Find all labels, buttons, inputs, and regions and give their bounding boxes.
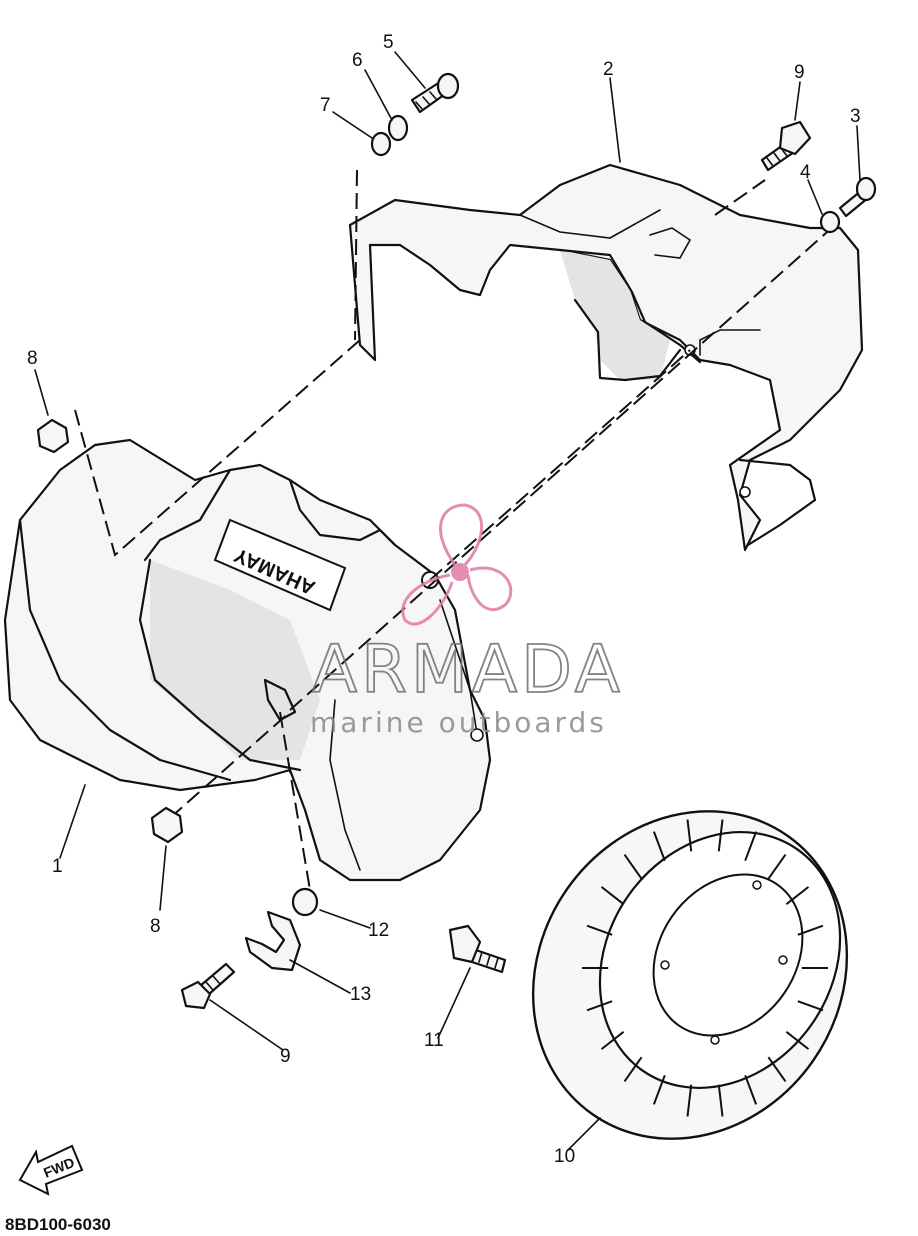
- screw-part-3: [838, 176, 877, 218]
- flywheel-fin: [785, 886, 810, 905]
- nut-part-8-upper: [36, 418, 70, 454]
- washer-part-7: [370, 131, 392, 157]
- flywheel-fin: [652, 831, 666, 862]
- watermark-subtitle: marine outboards: [310, 706, 607, 739]
- callout-8-upper: 8: [27, 348, 38, 369]
- drawing-code: 8BD100-6030: [5, 1215, 111, 1234]
- callout-leader-lines: [34, 51, 861, 1151]
- callout-8-lower: 8: [150, 916, 161, 937]
- flywheel-fin: [797, 924, 824, 936]
- flywheel-fin: [600, 1031, 625, 1050]
- flywheel-fin: [600, 886, 625, 905]
- flywheel-fin: [586, 924, 613, 936]
- flywheel-fin: [744, 1074, 758, 1105]
- flywheel-fin: [744, 831, 758, 862]
- callout-6: 6: [352, 50, 363, 71]
- flywheel-fin: [623, 1056, 643, 1082]
- callout-7: 7: [320, 95, 331, 116]
- flywheel-fin: [717, 819, 724, 852]
- flywheel-fan-part: [531, 810, 849, 1140]
- forward-direction-arrow: FWD: [18, 1144, 84, 1196]
- flywheel-fin: [717, 1084, 724, 1117]
- flywheel-fin: [767, 1056, 787, 1082]
- washer-part-4: [819, 210, 841, 234]
- callout-10: 10: [554, 1146, 575, 1167]
- flywheel-fin: [797, 1000, 824, 1012]
- grommet-part-12: [291, 887, 319, 917]
- flywheel-fin: [623, 854, 643, 880]
- callout-11: 11: [424, 1030, 444, 1051]
- callout-9-upper: 9: [794, 62, 805, 83]
- callout-1: 1: [52, 856, 63, 877]
- callout-9-lower: 9: [280, 1046, 291, 1067]
- callout-3: 3: [850, 106, 861, 127]
- propeller-logo: [401, 503, 513, 626]
- flywheel-fin: [686, 819, 693, 852]
- callout-13: 13: [350, 984, 371, 1005]
- callout-numbers: 5 6 7 2 9 3 4 8 1 8 12 13 9 11 10: [27, 32, 861, 1167]
- callout-2: 2: [603, 59, 614, 80]
- flywheel-fin: [767, 854, 787, 880]
- lower-cover-part: YAMAHA: [3, 438, 492, 882]
- assembly-guide-lines: [74, 169, 836, 891]
- clamp-part-13: [244, 910, 302, 972]
- bolt-part-9-lower: [180, 962, 236, 1010]
- upper-cover-part: [348, 163, 864, 552]
- armada-watermark: ARMADA marine outboards: [310, 503, 624, 739]
- nut-part-8-lower: [150, 806, 184, 844]
- callout-5: 5: [383, 32, 394, 53]
- bolt-part-9-upper: [760, 120, 812, 172]
- callout-12: 12: [368, 920, 389, 941]
- washer-part-6: [387, 114, 409, 142]
- flywheel-fin: [785, 1031, 810, 1050]
- flywheel-fin: [652, 1074, 666, 1105]
- callout-4: 4: [800, 162, 811, 183]
- flywheel-fin: [586, 1000, 613, 1012]
- watermark-title: ARMADA: [312, 631, 624, 708]
- flywheel-fin: [686, 1084, 693, 1117]
- screw-part-5: [410, 72, 460, 114]
- bolt-part-11: [448, 924, 507, 974]
